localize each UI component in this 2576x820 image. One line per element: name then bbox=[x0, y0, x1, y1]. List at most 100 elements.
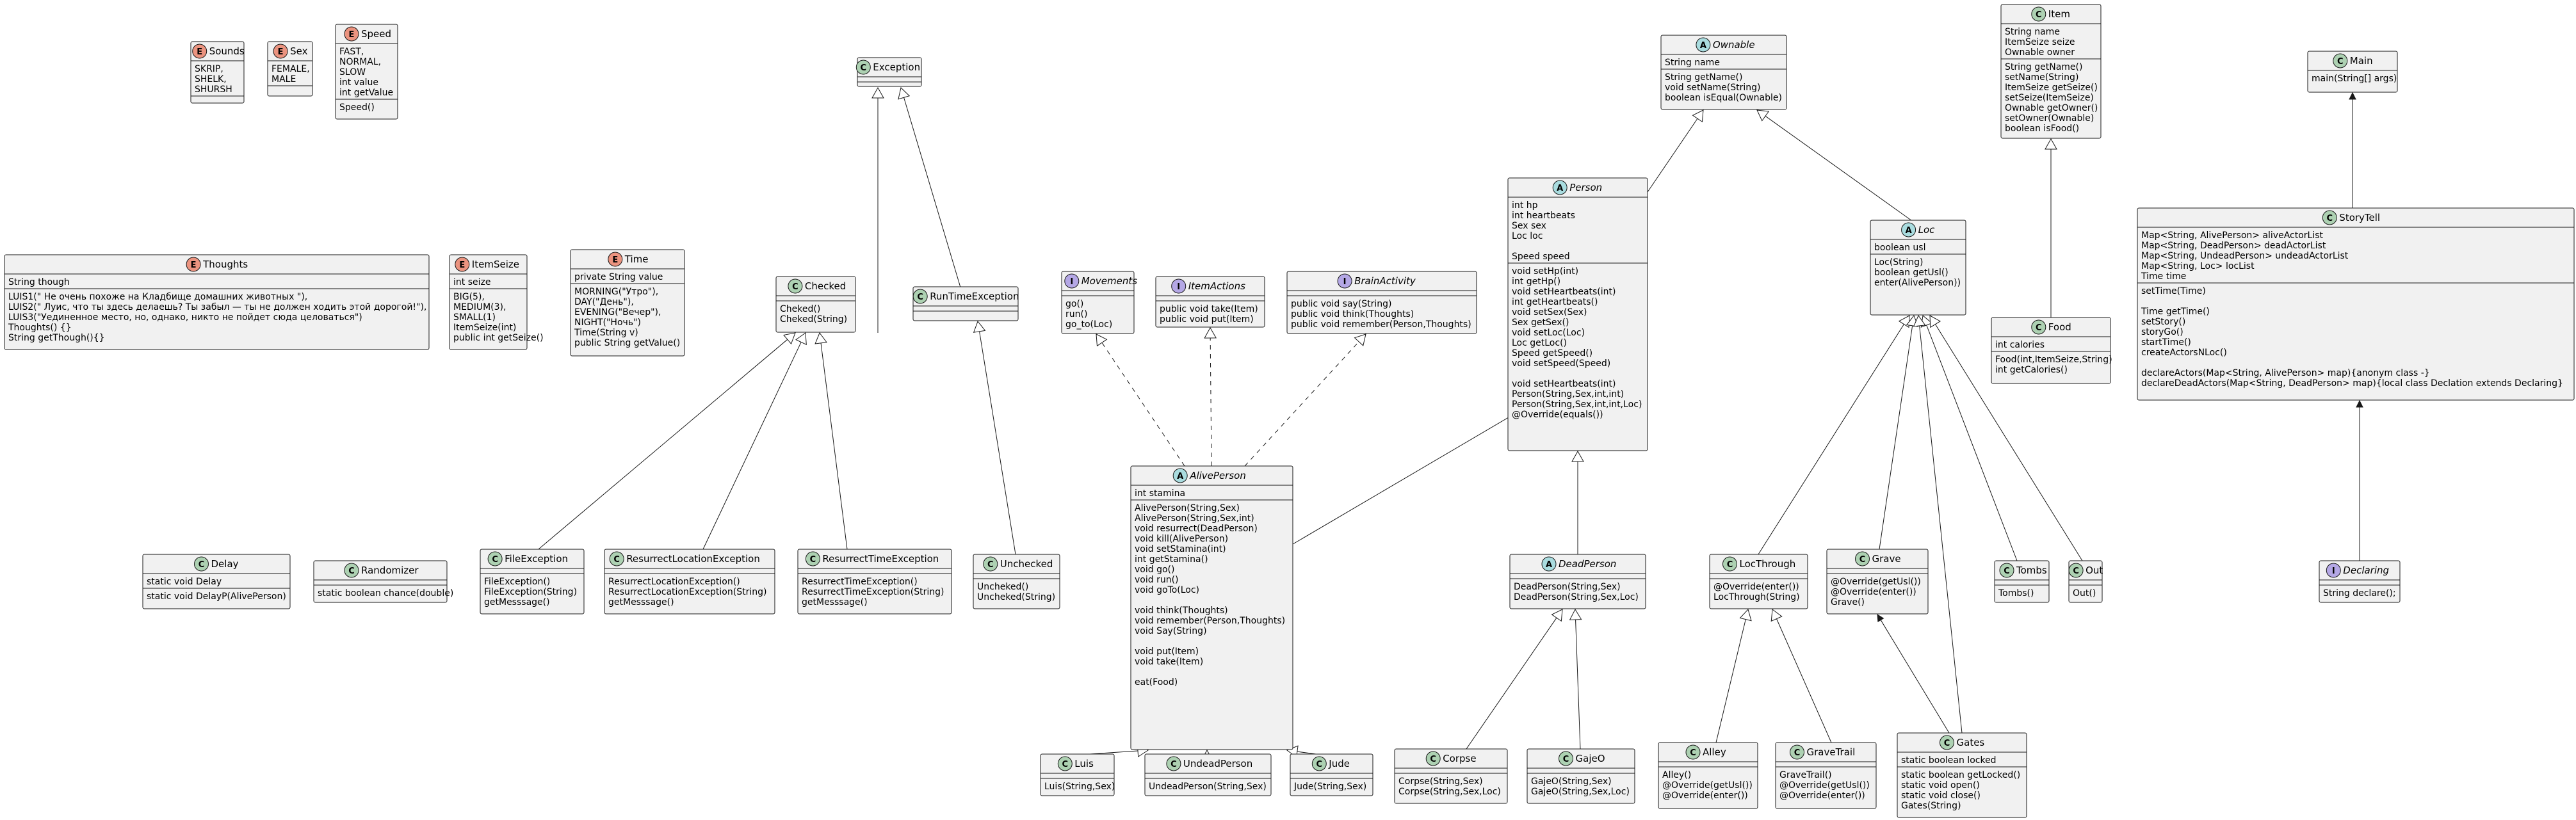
svg-text:E: E bbox=[191, 261, 197, 270]
svg-text:C: C bbox=[613, 555, 620, 565]
method-line: public String getValue() bbox=[574, 338, 680, 348]
arrow-head-icon bbox=[2356, 399, 2363, 408]
method-line: Cheked(String) bbox=[780, 314, 847, 325]
svg-text:C: C bbox=[792, 282, 798, 292]
class-badge-icon: C bbox=[788, 278, 803, 294]
method-line: public void say(String) bbox=[1291, 299, 1392, 309]
class-badge-icon: C bbox=[2333, 53, 2348, 68]
method-line: GajeO(String,Sex,Loc) bbox=[1531, 787, 1630, 797]
edge-out-to-loc bbox=[1929, 315, 2083, 561]
class-name: BrainActivity bbox=[1354, 275, 1416, 287]
method-line: LUIS2(" Луис, что ты здесь делаешь? Ты з… bbox=[8, 302, 426, 312]
class-name: Thoughts bbox=[202, 259, 248, 270]
field-line: String though bbox=[8, 277, 70, 287]
method-line: Out() bbox=[2073, 588, 2096, 599]
class-box-frame bbox=[570, 249, 685, 357]
class-badge-icon: C bbox=[805, 551, 820, 567]
class-name: Grave bbox=[1872, 553, 1901, 565]
method-line: void setStamina(int) bbox=[1135, 544, 1226, 554]
class-name: Person bbox=[1569, 182, 1602, 193]
field-line: static boolean locked bbox=[1901, 755, 1997, 766]
method-line: Person(String,Sex,int,int) bbox=[1512, 389, 1624, 399]
svg-text:C: C bbox=[1690, 748, 1696, 758]
method-line: setStory() bbox=[2141, 317, 2185, 327]
method-line: Gates(String) bbox=[1901, 801, 1961, 811]
svg-text:E: E bbox=[459, 261, 465, 270]
inheritance-triangle-icon bbox=[1551, 609, 1563, 622]
method-line: int getHeartbeats() bbox=[1512, 297, 1598, 307]
class-box-item-actions: I ItemActions public void take(Item)public… bbox=[1155, 276, 1265, 328]
field-line: int heartbeats bbox=[1512, 211, 1575, 221]
method-line: ResurrectTimeException(String) bbox=[802, 587, 944, 597]
method-line: @Override(getUsl()) bbox=[1831, 577, 1921, 587]
field-line: Map<String, Loc> locList bbox=[2141, 261, 2255, 271]
svg-text:C: C bbox=[1944, 739, 1950, 748]
method-line: @Override(equals()) bbox=[1512, 410, 1603, 420]
class-name: GajeO bbox=[1576, 753, 1605, 764]
class-name: LocThrough bbox=[1740, 558, 1796, 570]
method-line: EVENING("Вечер"), bbox=[574, 307, 661, 318]
svg-text:I: I bbox=[1177, 282, 1180, 292]
method-line: declareDeadActors(Map<String, DeadPerson… bbox=[2141, 378, 2563, 389]
svg-text:E: E bbox=[612, 255, 618, 265]
edge-unchecked-to-run-time-exception bbox=[973, 320, 1016, 555]
class-box-frame bbox=[1775, 742, 1877, 809]
method-line: public void take(Item) bbox=[1160, 304, 1258, 314]
field-line: FEMALE, bbox=[271, 64, 310, 74]
edge-grave-trail-to-loc-through bbox=[1770, 609, 1832, 743]
inheritance-triangle-icon bbox=[1204, 326, 1217, 339]
svg-text:C: C bbox=[2327, 214, 2333, 223]
method-line: static boolean chance(double) bbox=[318, 588, 453, 599]
svg-text:C: C bbox=[987, 560, 994, 570]
field-line: Speed speed bbox=[1512, 252, 1570, 262]
svg-text:I: I bbox=[2332, 567, 2335, 576]
class-badge-icon: C bbox=[487, 551, 503, 567]
class-box-frame bbox=[480, 549, 585, 615]
class-name: Alley bbox=[1703, 746, 1726, 758]
method-line: FileException(String) bbox=[484, 587, 577, 597]
field-line: ItemSeize seize bbox=[2005, 37, 2075, 47]
class-name: AlivePerson bbox=[1189, 470, 1246, 481]
inheritance-triangle-icon bbox=[1756, 109, 1770, 122]
field-line: Map<String, UndeadPerson> undeadActorLis… bbox=[2141, 251, 2349, 261]
method-line: ResurrectTimeException() bbox=[802, 577, 918, 587]
method-line: public void put(Item) bbox=[1160, 314, 1254, 325]
method-line: Ownable getOwner() bbox=[2005, 103, 2098, 113]
method-line: ItemSeize getSeize() bbox=[2005, 83, 2098, 93]
enum-badge-icon: E bbox=[192, 44, 207, 59]
class-name: Time bbox=[624, 253, 649, 265]
svg-text:C: C bbox=[1171, 760, 1177, 769]
field-line: SKRIP, bbox=[195, 64, 223, 74]
method-line: MEDIUM(3), bbox=[453, 302, 506, 312]
class-badge-icon: C bbox=[1166, 756, 1181, 771]
inheritance-triangle-icon bbox=[1770, 609, 1783, 622]
method-line: Loc getLoc() bbox=[1512, 338, 1567, 348]
method-line: boolean getUsl() bbox=[1874, 268, 1948, 278]
field-line: int hp bbox=[1512, 200, 1538, 211]
class-name: Checked bbox=[805, 280, 846, 292]
class-badge-icon: C bbox=[2068, 563, 2084, 578]
method-line: void resurrect(DeadPerson) bbox=[1135, 524, 1258, 534]
abstract-class-badge-icon: A bbox=[1541, 556, 1557, 572]
class-name: ItemActions bbox=[1188, 280, 1245, 292]
method-line: void setSex(Sex) bbox=[1512, 307, 1587, 318]
class-name: Randomizer bbox=[361, 565, 419, 576]
field-line: boolean usl bbox=[1874, 243, 1925, 253]
class-badge-icon: C bbox=[1999, 563, 2014, 578]
svg-text:C: C bbox=[1430, 755, 1436, 764]
field-line: int value bbox=[339, 77, 378, 88]
class-box-frame bbox=[1286, 271, 1477, 334]
method-line: void kill(AlivePerson) bbox=[1135, 534, 1228, 544]
method-line: static boolean getLocked() bbox=[1901, 770, 2020, 780]
edge-corpse-to-dead-person bbox=[1466, 609, 1563, 750]
class-name: Main bbox=[2350, 55, 2373, 67]
class-badge-icon: C bbox=[855, 60, 871, 75]
